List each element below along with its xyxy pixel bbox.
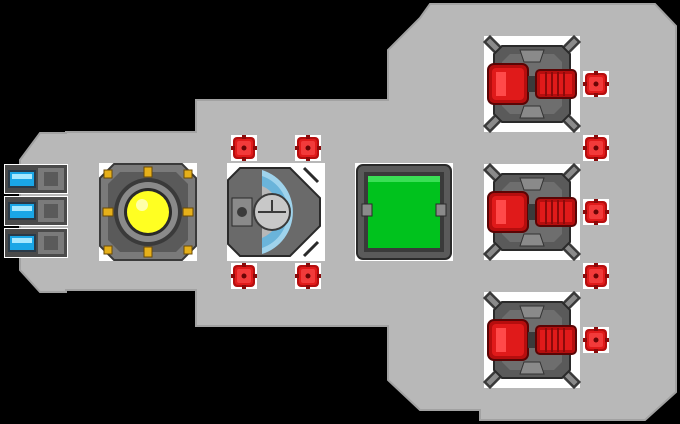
- cockpit-dome-icon: [253, 193, 291, 231]
- red-connector-icon[interactable]: [231, 135, 257, 161]
- turret-bottom[interactable]: [484, 292, 580, 388]
- twin-cannon-icon: [484, 36, 580, 132]
- turret-top[interactable]: [484, 36, 580, 132]
- thruster-icon: [4, 196, 68, 226]
- cockpit-module[interactable]: [227, 163, 325, 261]
- red-connector-icon[interactable]: [295, 263, 321, 289]
- red-connector-icon[interactable]: [583, 263, 609, 289]
- red-connector-icon[interactable]: [583, 327, 609, 353]
- red-connector-icon[interactable]: [295, 135, 321, 161]
- thruster-rack[interactable]: [4, 164, 68, 258]
- red-connector-icon[interactable]: [583, 135, 609, 161]
- red-connector-icon[interactable]: [583, 71, 609, 97]
- red-connector-icon[interactable]: [231, 263, 257, 289]
- reactor-core-icon: [127, 191, 169, 233]
- red-connector-icon[interactable]: [583, 199, 609, 225]
- shield-panel-icon: [368, 176, 440, 248]
- thruster-icon: [4, 228, 68, 258]
- shield-generator[interactable]: [355, 163, 453, 261]
- reactor-module[interactable]: [99, 163, 197, 261]
- turret-middle[interactable]: [484, 164, 580, 260]
- twin-cannon-icon: [484, 292, 580, 388]
- twin-cannon-icon: [484, 164, 580, 260]
- thruster-icon: [4, 164, 68, 194]
